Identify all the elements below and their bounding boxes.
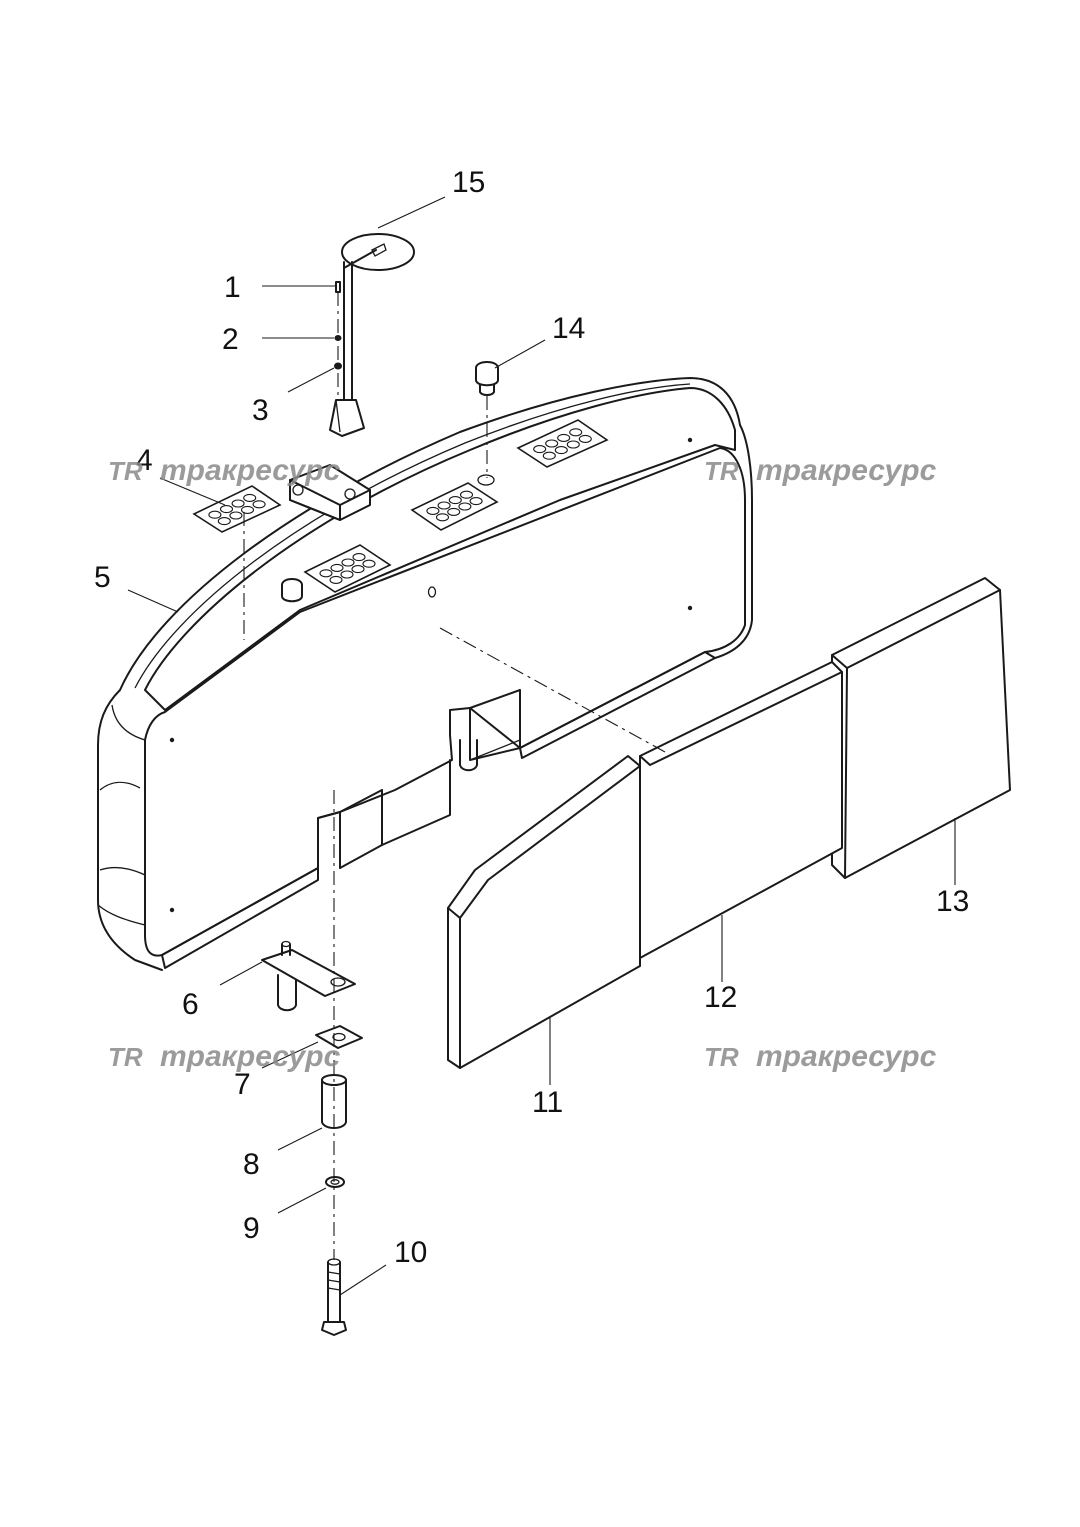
callout-5: 5 [94,561,111,594]
indicator-assembly [329,233,415,437]
callout-12: 12 [704,981,737,1014]
watermark-logo: TR [704,456,739,486]
watermark-logo: TR [704,1042,739,1072]
watermark-bottom-left: TR тракресурс [108,1040,341,1073]
watermark-logo: TR [108,1042,143,1072]
callout-6: 6 [182,988,199,1021]
leader-lines [127,196,956,1296]
watermark-logo: TR [108,456,143,486]
watermark-top-right: TR тракресурс [704,454,937,487]
callout-14: 14 [552,312,585,345]
callout-8: 8 [243,1148,260,1181]
watermark-text: тракресурс [756,454,937,487]
callout-7: 7 [234,1068,251,1101]
watermark-text: тракресурс [160,1040,341,1073]
watermark-top-left: TR тракресурс [108,454,341,487]
watermark-text: тракресурс [160,454,341,487]
callout-4: 4 [136,444,153,477]
callout-2: 2 [222,323,239,356]
callout-11: 11 [532,1086,563,1119]
anti-slip-pads [192,419,609,593]
top-bracket [289,464,371,521]
watermark-bottom-right: TR тракресурс [704,1040,937,1073]
watermark-text: тракресурс [756,1040,937,1073]
callout-15: 15 [452,166,485,199]
callout-labels: 15 1 2 3 14 4 5 6 7 8 9 10 11 12 13 [94,166,969,1269]
watermarks: TR тракресурс TR тракресурс TR тракресур… [108,454,937,1073]
callout-3: 3 [252,394,269,427]
callout-1: 1 [224,271,241,304]
side-panels [243,512,1011,1069]
counterweight-body [97,377,753,971]
callout-13: 13 [936,885,969,918]
plug [475,361,499,478]
mounting-hardware [261,790,363,1336]
callout-9: 9 [243,1212,260,1245]
callout-10: 10 [394,1236,427,1269]
